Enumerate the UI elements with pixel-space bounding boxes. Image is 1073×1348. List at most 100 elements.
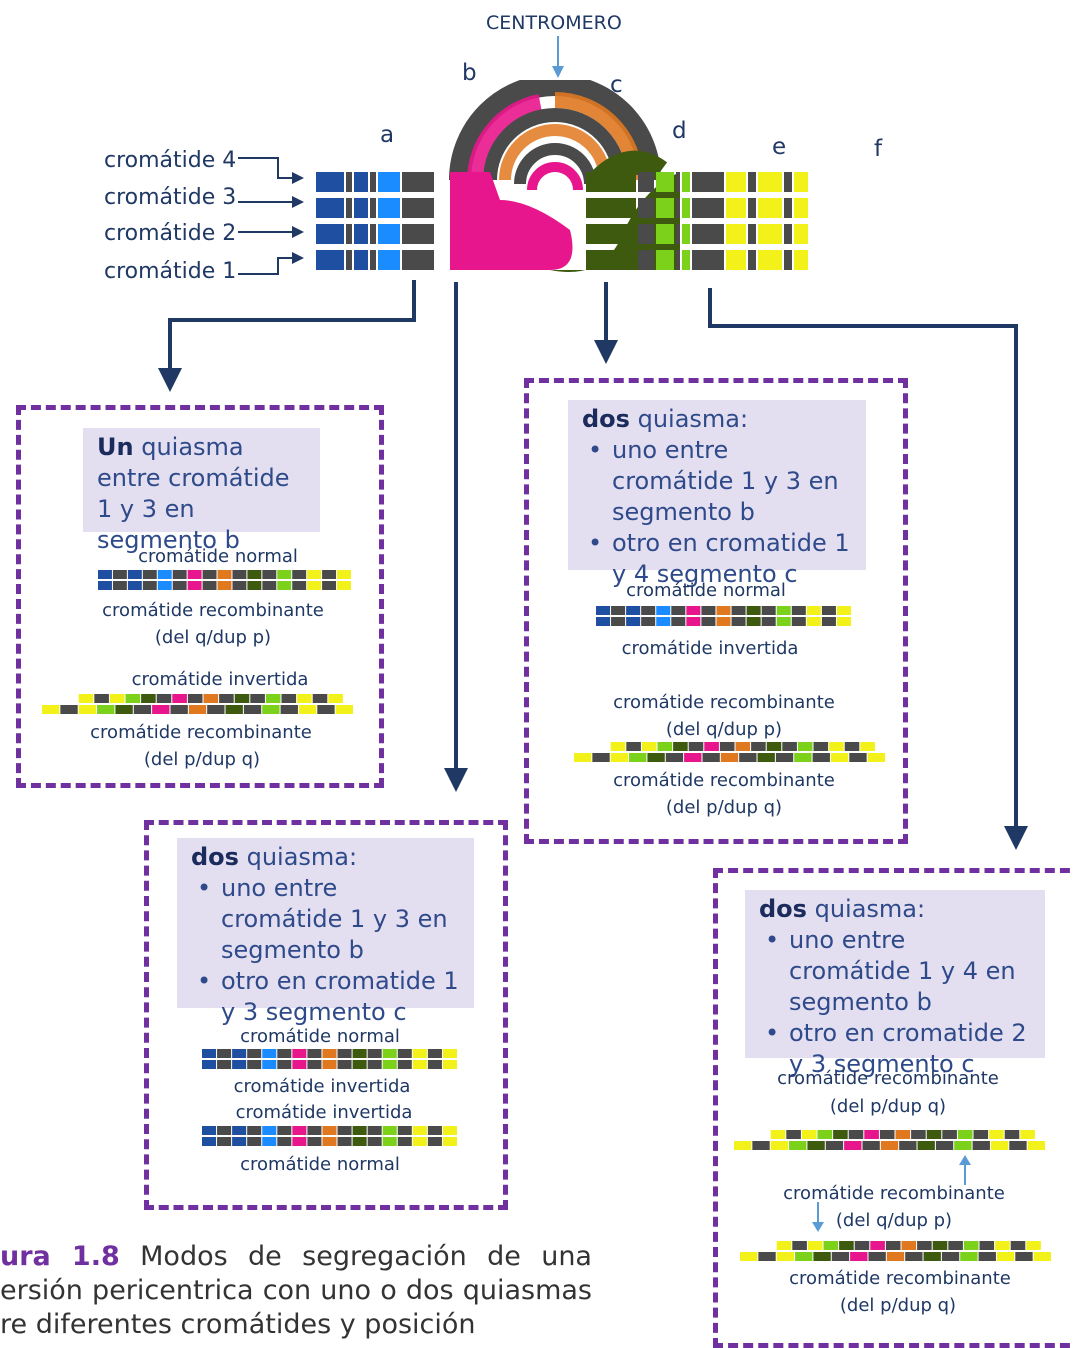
figure-number: ura 1.8 — [0, 1241, 120, 1272]
row-2-band — [758, 224, 782, 244]
p4-caption-6: (del p/dup q) — [839, 1295, 957, 1316]
row-3-band — [346, 198, 352, 218]
chromatid-band — [277, 1060, 292, 1069]
chromatid-band — [702, 753, 720, 762]
row-1-band — [316, 250, 344, 270]
chromatid-band — [297, 694, 312, 703]
chromatid-band — [98, 581, 112, 590]
chromatid-band — [337, 1049, 352, 1058]
chromatid-band — [972, 1141, 990, 1150]
chromatid-band — [830, 753, 849, 762]
row-4-band — [656, 172, 674, 192]
chromatid-band — [701, 606, 716, 615]
chromatid-band — [277, 581, 292, 590]
chromatid-band — [142, 570, 157, 579]
chromatid-band — [232, 1137, 247, 1146]
chromatid-band — [766, 742, 782, 751]
chromatid-band — [277, 1126, 292, 1135]
caption-line-3: re diferentes cromátides y posición — [0, 1309, 476, 1340]
chromatid-band — [731, 606, 746, 615]
panel4-bullet-2: otro en cromatide 2 y 3 segmento c — [759, 1018, 1031, 1080]
panel4-note-text: quiasma: — [806, 895, 926, 923]
chromatid-band — [1004, 1130, 1020, 1139]
chromatid-band — [611, 617, 626, 626]
chromatid-band — [880, 1141, 899, 1150]
chromatid-band — [917, 1141, 935, 1150]
chromatid-band — [352, 1126, 367, 1135]
chromatid-band — [734, 1141, 752, 1150]
panel2-note-text: quiasma: — [238, 843, 358, 871]
chromatid-band — [775, 753, 794, 762]
chromatid-band — [427, 1137, 442, 1146]
chromatid-band — [232, 1126, 247, 1135]
chromatid-band — [641, 742, 657, 751]
chromatid-band — [701, 617, 716, 626]
row-4-band — [682, 172, 690, 192]
chromatid-band — [217, 1126, 232, 1135]
chromatid-band — [792, 1241, 807, 1250]
chromatid-band — [281, 694, 297, 703]
chromatid-band — [247, 1049, 262, 1058]
chromatid-band — [442, 1060, 457, 1069]
panel-two-chiasma-b — [524, 378, 908, 844]
chromatid-band — [157, 581, 172, 590]
row-2-band — [794, 224, 808, 244]
chromatid-band — [770, 1141, 789, 1150]
chromatid-band — [671, 617, 686, 626]
chromatid-band — [656, 606, 671, 615]
chromatid-band — [60, 705, 78, 714]
row-1-band — [784, 250, 792, 270]
panel2-note: dos quiasma: uno entre cromátide 1 y 3 e… — [177, 838, 474, 1026]
row-4-band — [638, 172, 654, 192]
chromatid-band — [789, 1141, 807, 1150]
chromatid-band — [187, 581, 202, 590]
chromatid-band — [770, 1130, 786, 1139]
chromatid-band — [397, 1060, 412, 1069]
chromatid-band — [442, 1126, 457, 1135]
row-4-band — [758, 172, 782, 192]
chromatid-band — [142, 581, 157, 590]
row-1-band — [676, 250, 680, 270]
panel2-bullet-1: uno entre cromátide 1 y 3 en segmento b — [191, 873, 460, 966]
row-1-band — [354, 250, 368, 270]
chromatid-band — [686, 617, 701, 626]
chromatid-band — [367, 1060, 382, 1069]
row-3-band — [656, 198, 674, 218]
chromatid-band — [94, 694, 109, 703]
chromatid-band — [202, 1060, 217, 1069]
row-3-band — [682, 198, 690, 218]
caption-line-1: Modos de segregación de una — [119, 1241, 592, 1272]
segment-d: d — [672, 118, 687, 144]
row-3-band — [748, 198, 756, 218]
chromatid-band — [317, 705, 335, 714]
row-2-band — [748, 224, 756, 244]
row-3-band — [370, 198, 376, 218]
chromatid-band — [911, 1130, 926, 1139]
chromatid-band — [995, 1241, 1010, 1250]
chromatid-band — [352, 1060, 367, 1069]
chromatid-band — [844, 1141, 862, 1150]
row-4-band — [794, 172, 808, 192]
chromatid-band — [610, 753, 629, 762]
chromatid-band — [844, 742, 860, 751]
chromatid-band — [207, 705, 225, 714]
row-3-band — [638, 198, 654, 218]
chromatid-band — [382, 1126, 397, 1135]
row-3-band — [676, 198, 680, 218]
chromatid-band — [265, 694, 281, 703]
row-3-band — [692, 198, 724, 218]
panel4-bullet-1: uno entre cromátide 1 y 4 en segmento b — [759, 925, 1031, 1018]
chromatid-band — [791, 617, 806, 626]
chromatid-band — [307, 1049, 322, 1058]
row-3-band — [758, 198, 782, 218]
chromatid-band — [262, 1049, 277, 1058]
p2-caption-1: cromátide normal — [240, 1026, 400, 1047]
chromatid-band — [647, 753, 665, 762]
chromatid-band — [78, 705, 97, 714]
p4-caption-5: cromátide recombinante — [789, 1268, 1011, 1289]
chromatid-band — [989, 1130, 1004, 1139]
chromatid-band — [926, 1130, 942, 1139]
chromatid-band — [337, 1060, 352, 1069]
row-1-band — [378, 250, 400, 270]
row-2-band — [784, 224, 792, 244]
